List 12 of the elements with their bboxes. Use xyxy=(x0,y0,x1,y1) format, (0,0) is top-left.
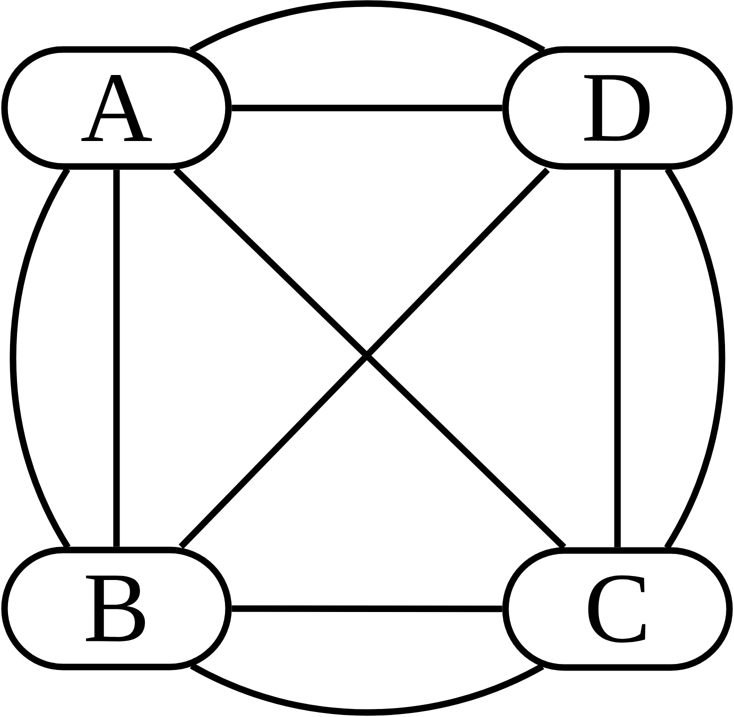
rounded-box: A xyxy=(1,46,232,170)
rounded-box: C xyxy=(502,547,733,671)
connector-line xyxy=(614,170,621,548)
curved-connector xyxy=(190,0,546,54)
rounded-box: D xyxy=(502,46,733,170)
curved-connector xyxy=(190,662,544,716)
connector-line xyxy=(232,104,502,112)
curved-connector xyxy=(664,168,726,550)
rounded-box: B xyxy=(1,546,232,670)
connector-line xyxy=(113,170,120,547)
curved-connector xyxy=(10,168,71,549)
connector-line xyxy=(232,605,502,612)
